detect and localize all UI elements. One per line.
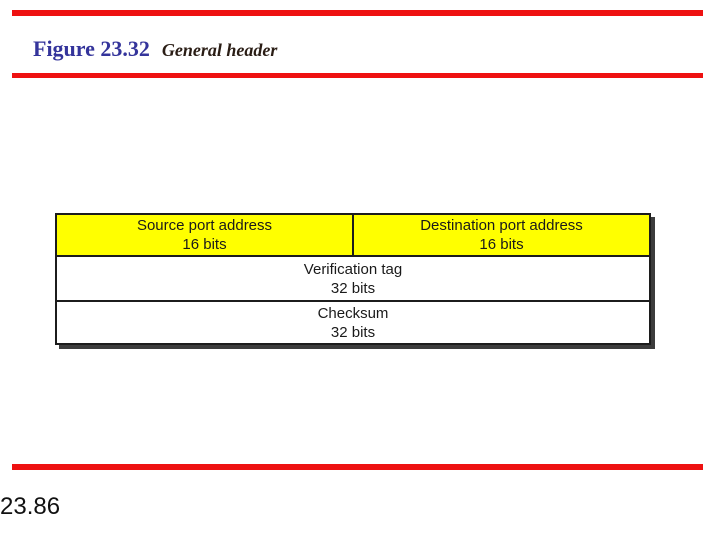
table-row: Checksum 32 bits	[57, 300, 649, 343]
general-header-diagram: Source port address 16 bits Destination …	[55, 213, 651, 345]
cell-field-name: Checksum	[317, 304, 389, 322]
cell-field-name: Source port address	[136, 217, 273, 234]
source-port-cell: Source port address 16 bits	[57, 215, 352, 255]
cell-field-size: 16 bits	[182, 236, 227, 253]
checksum-cell: Checksum 32 bits	[57, 302, 649, 343]
slide-title: Figure 23.32 General header	[33, 36, 277, 62]
table-row: Verification tag 32 bits	[57, 255, 649, 300]
verification-tag-cell: Verification tag 32 bits	[57, 257, 649, 300]
slide-page-number: 23.86	[0, 493, 61, 520]
cell-field-name: Destination port address	[420, 217, 583, 234]
cell-field-size: 32 bits	[330, 323, 376, 341]
figure-title-text: General header	[161, 40, 278, 60]
table-row: Source port address 16 bits Destination …	[57, 215, 649, 255]
bottom-red-rule	[12, 464, 703, 470]
cell-field-size: 32 bits	[330, 279, 376, 297]
figure-number-label: Figure 23.32	[33, 36, 150, 61]
cell-field-size: 16 bits	[479, 236, 524, 253]
cell-field-name: Verification tag	[303, 260, 403, 278]
destination-port-cell: Destination port address 16 bits	[352, 215, 649, 255]
top-red-rule	[12, 10, 703, 16]
title-underline-red-rule	[12, 73, 703, 78]
